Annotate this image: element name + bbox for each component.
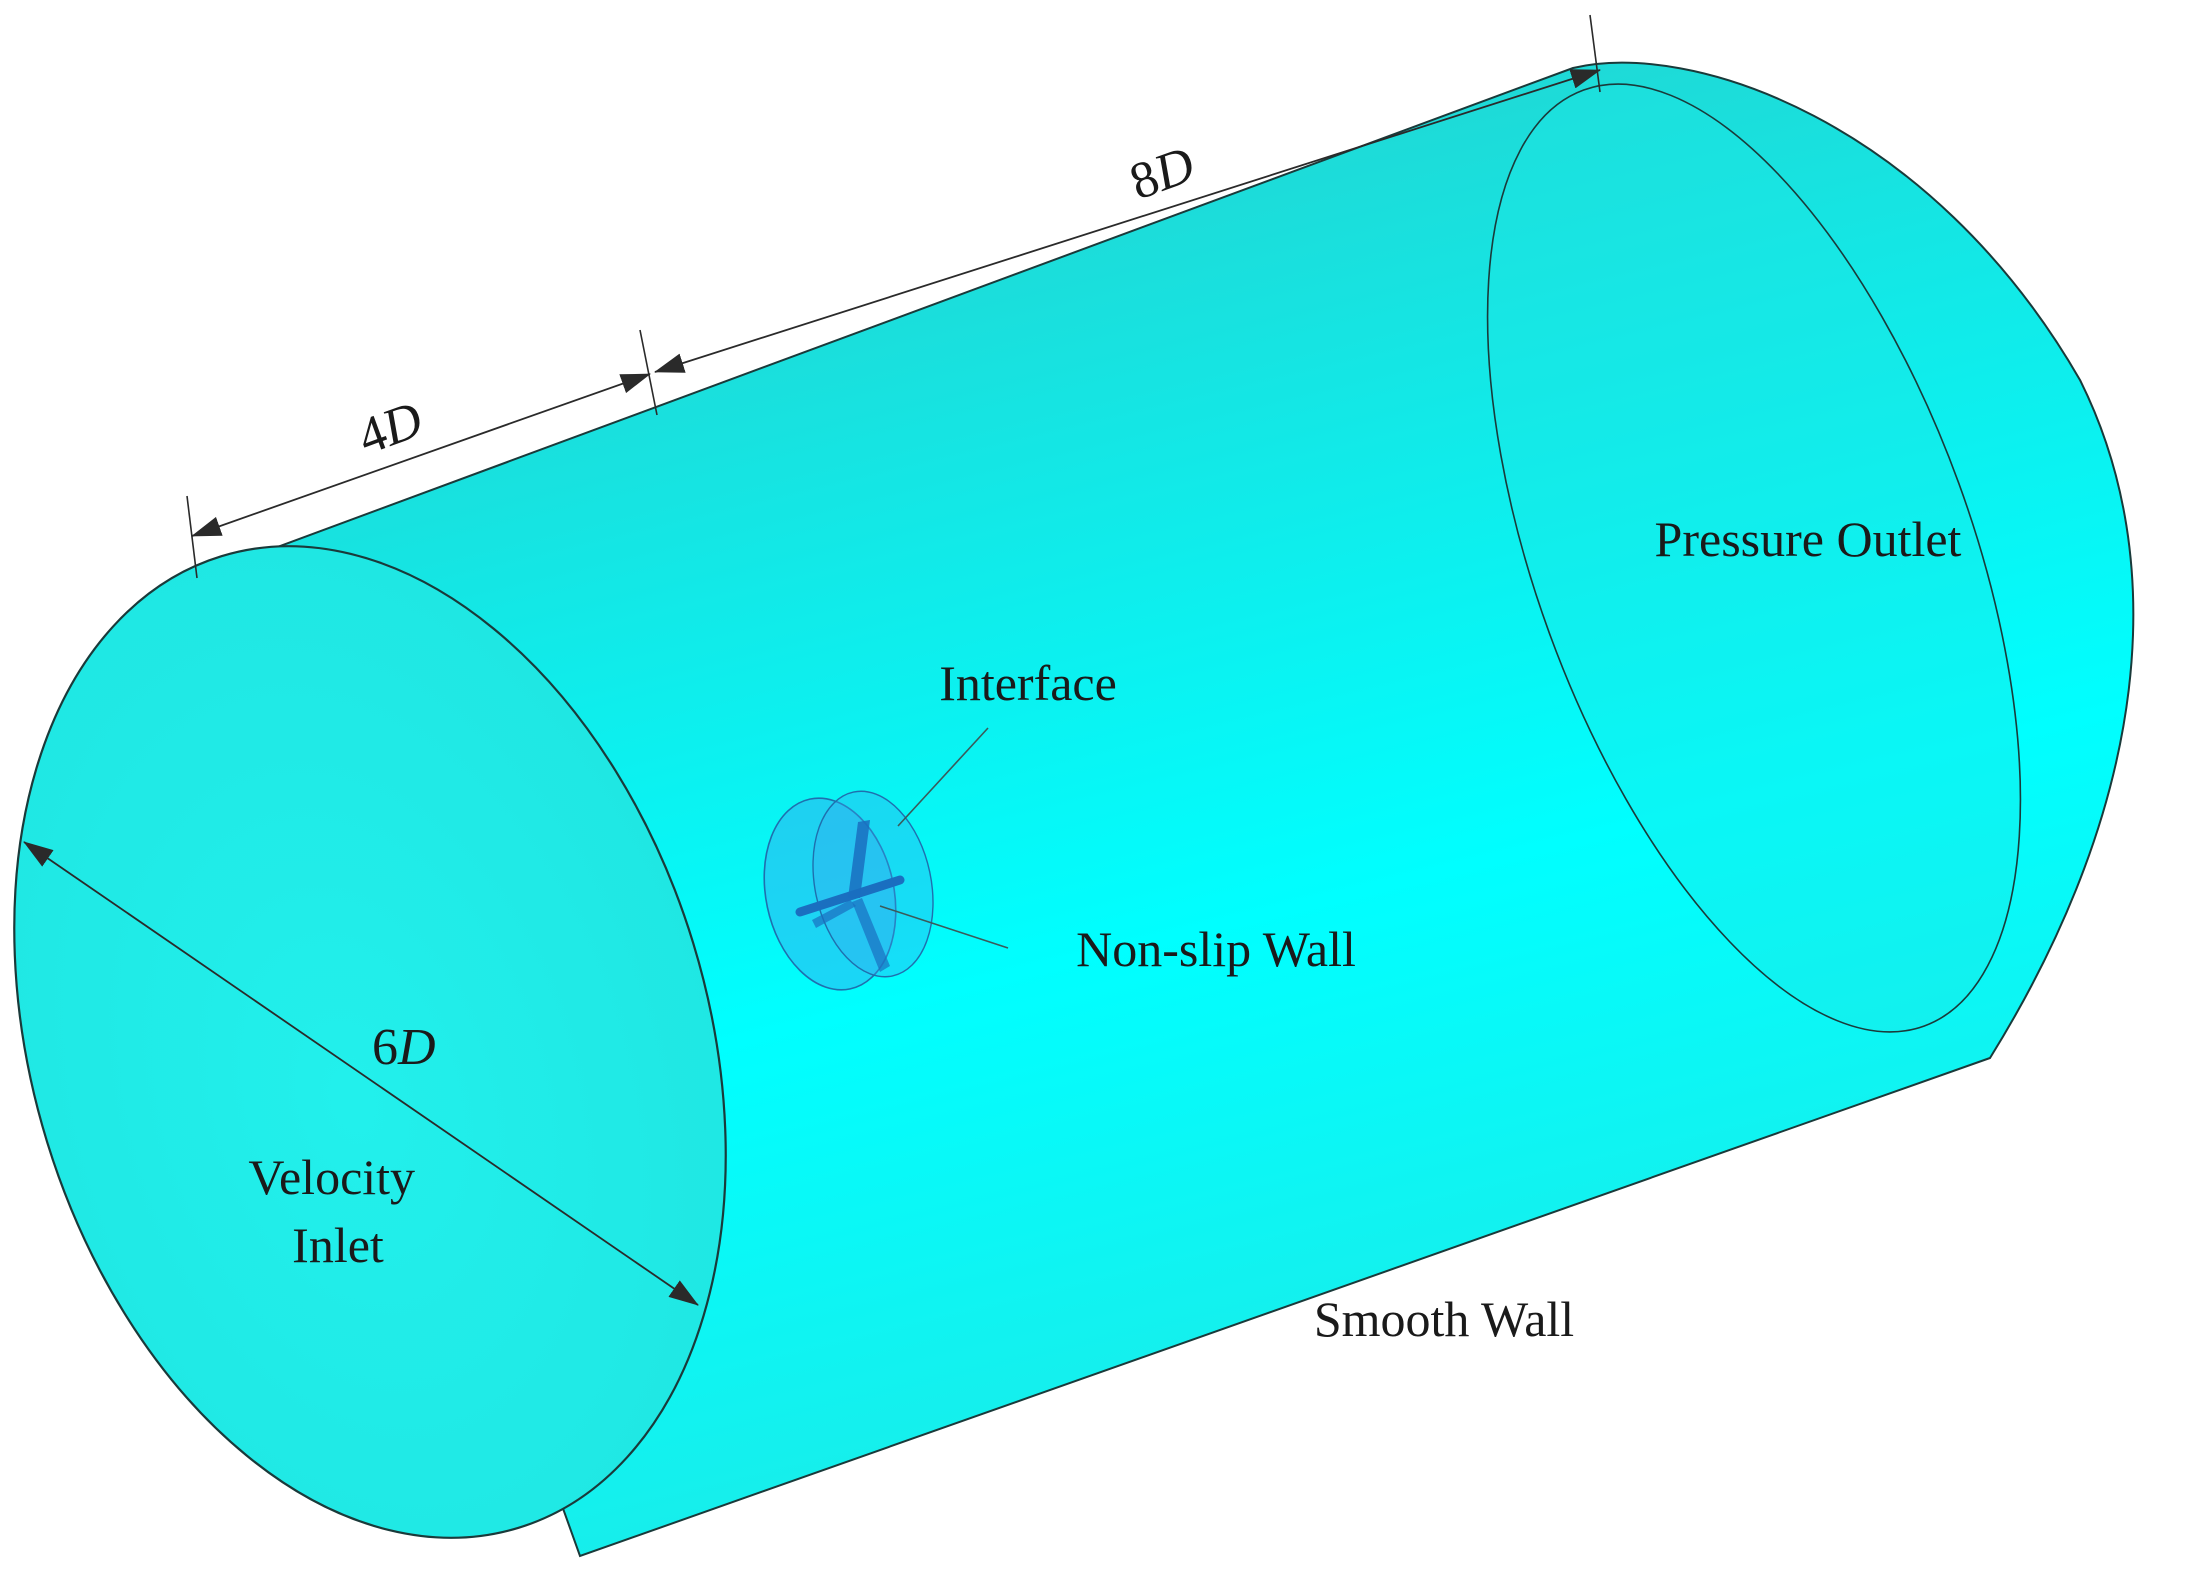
turbine-blade [852,898,890,972]
turbine-blade [848,820,870,898]
interface-label: Interface [939,655,1117,711]
leader-line-interface [897,727,989,827]
non-slip-wall-label: Non-slip Wall [1076,921,1356,977]
diameter-label: 6D [372,1019,436,1076]
dimension-line-upstream [191,373,651,537]
dimension-line-diameter [23,841,699,1306]
velocity-inlet-label: Velocity Inlet [248,1149,427,1273]
turbine-blade [812,900,856,928]
pressure-outlet-label: Pressure Outlet [1655,511,1962,567]
rotor-region [763,790,934,991]
extension-line-inlet [186,495,198,579]
downstream-length-label: 8D [1123,136,1202,211]
extension-line-rotor [639,329,658,416]
leader-line-rotor-wall [879,905,1009,949]
dimension-line-downstream [654,69,1601,373]
smooth-wall-label: Smooth Wall [1314,1291,1574,1347]
upstream-length-label: 4D [351,391,430,466]
